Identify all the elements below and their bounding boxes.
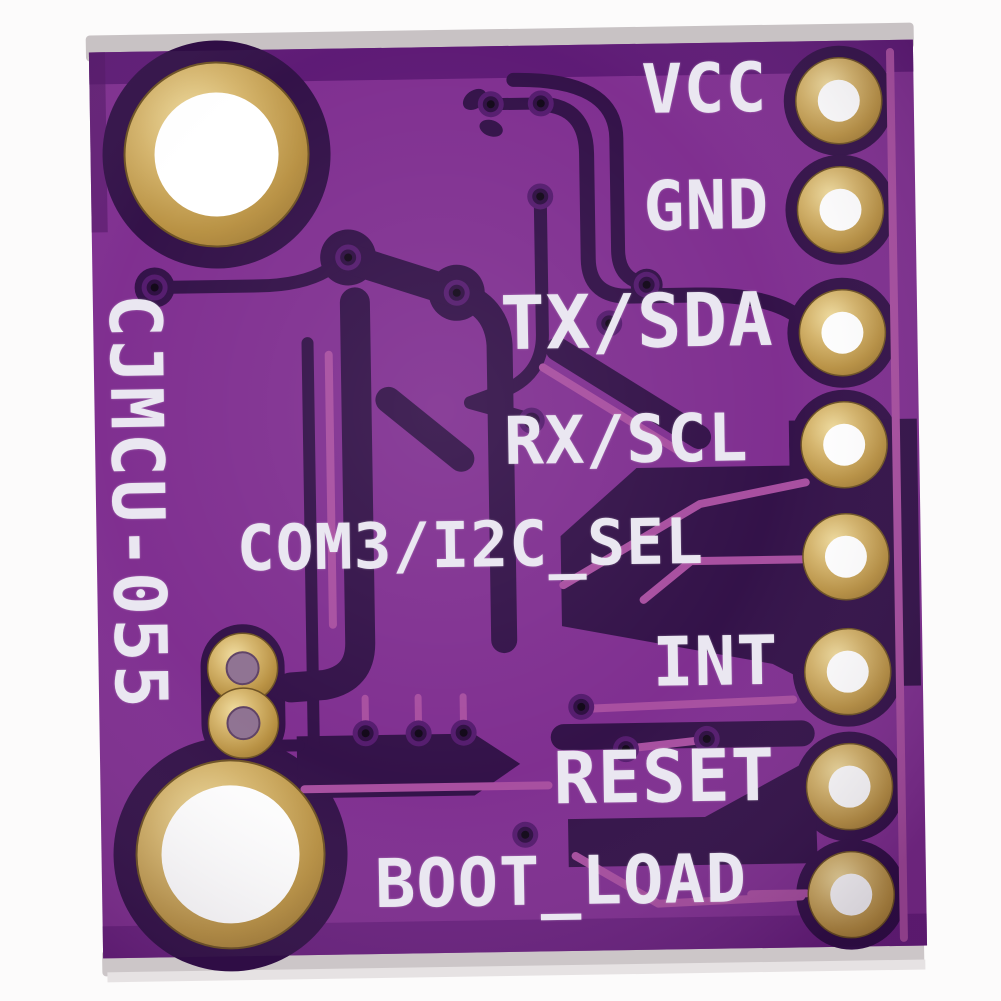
pin-label-int: INT [651, 621, 780, 703]
board-shadow [107, 959, 926, 983]
pin-label-tx-sda: TX/SDA [499, 276, 775, 368]
pin-label-boot-load: BOOT_LOAD [374, 839, 748, 924]
board-name-label: CJMCU-055 [92, 293, 184, 712]
pin-label-com3-i2c-sel: COM3/I2C_SEL [236, 504, 705, 586]
pin-label-reset: RESET [552, 732, 776, 821]
pin-label-gnd: GND [642, 165, 770, 247]
pin-label-vcc: VCC [640, 48, 769, 130]
pin-label-rx-scl: RX/SCL [503, 399, 750, 481]
lighting-overlay [88, 39, 928, 959]
